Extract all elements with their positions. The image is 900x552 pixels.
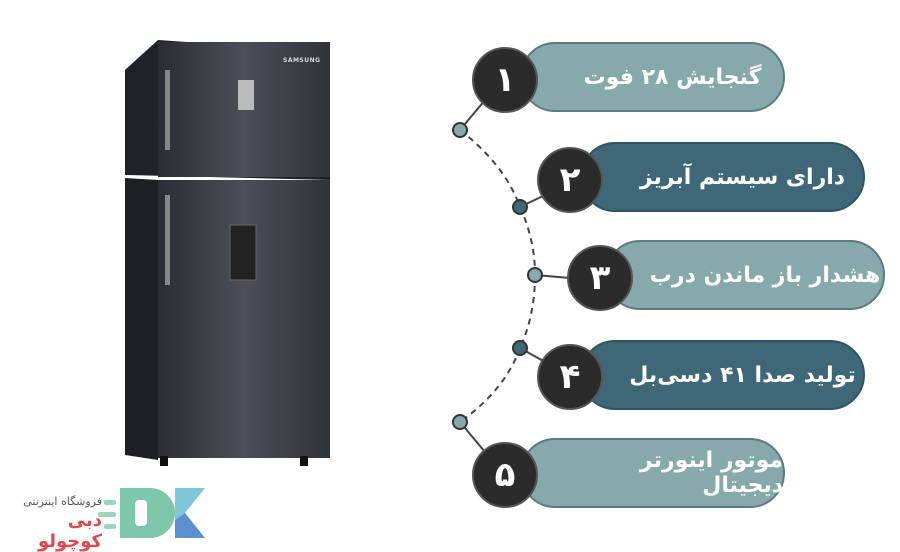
feature-pill-1: گنجایش ۲۸ فوت xyxy=(520,42,785,112)
feature-label: هشدار باز ماندن درب xyxy=(649,262,881,288)
feature-label: دارای سیستم آبریز xyxy=(639,164,846,190)
feature-number-2: ۲ xyxy=(537,147,603,213)
feature-pill-2: دارای سیستم آبریز xyxy=(580,142,865,212)
logo-tagline: فروشگاه اینترنتی xyxy=(23,495,102,508)
feature-label: تولید صدا ۴۱ دسی‌بل xyxy=(629,362,856,388)
logo-name: دبی کوچولو xyxy=(37,510,102,552)
feature-pill-3: هشدار باز ماندن درب xyxy=(605,240,885,310)
logo-mark xyxy=(98,488,205,538)
feature-label: موتور اینورتر دیجیتال xyxy=(640,448,783,498)
feature-number-5: ۵ xyxy=(472,442,538,508)
feature-number-1: ۱ xyxy=(472,47,538,113)
connector-dots xyxy=(452,122,543,430)
feature-pill-5: موتور اینورتر دیجیتال xyxy=(520,438,785,508)
feature-number-3: ۳ xyxy=(567,245,633,311)
feature-label: گنجایش ۲۸ فوت xyxy=(583,64,762,90)
feature-number-4: ۴ xyxy=(537,344,603,410)
feature-pill-4: تولید صدا ۴۱ دسی‌بل xyxy=(580,340,865,410)
fridge-brand-label: SAMSUNG xyxy=(283,57,321,64)
refrigerator-image: SAMSUNG xyxy=(125,40,330,466)
